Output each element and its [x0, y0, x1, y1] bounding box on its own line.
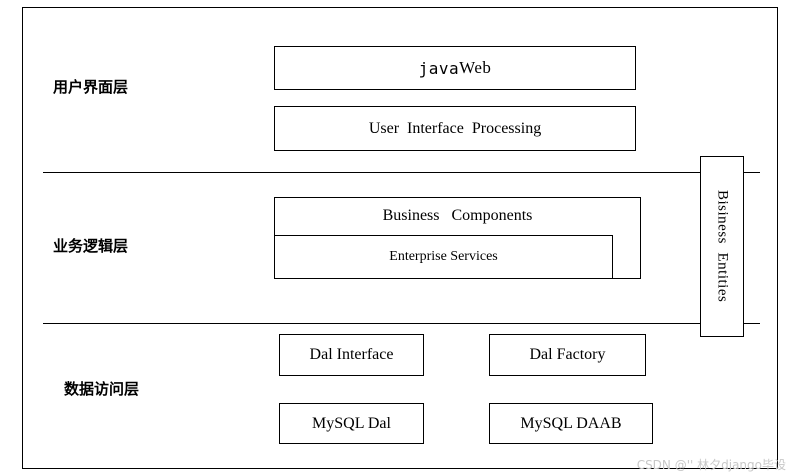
- presentation-layer-label: 用户界面层: [53, 78, 129, 96]
- mysql-dal-box: MySQL Dal: [279, 403, 424, 444]
- enterprise-services-box: Enterprise Services: [274, 235, 613, 279]
- javaweb-prefix: java: [418, 58, 460, 78]
- dal-factory-box: Dal Factory: [489, 334, 646, 376]
- diagram-frame: [22, 7, 778, 469]
- mysql-daab-box: MySQL DAAB: [489, 403, 653, 444]
- data-layer-label: 数据访问层: [64, 380, 140, 398]
- javaweb-suffix: Web: [459, 58, 492, 77]
- business-entities-label: Bisiness Entities: [714, 190, 731, 303]
- business-layer-label: 业务逻辑层: [53, 237, 129, 255]
- layer-divider-bottom: [43, 323, 760, 324]
- layer-divider-top: [43, 172, 760, 173]
- csdn-watermark: CSDN @'' 林夕django毕设: [636, 458, 786, 472]
- business-entities-box: Bisiness Entities: [700, 156, 744, 337]
- dal-interface-box: Dal Interface: [279, 334, 424, 376]
- ui-processing-box: User Interface Processing: [274, 106, 636, 151]
